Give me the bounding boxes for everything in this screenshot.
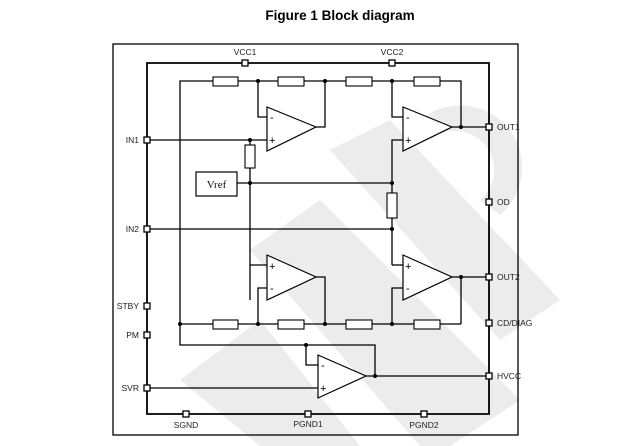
svg-text:STBY: STBY (117, 301, 140, 311)
resistors (212, 76, 441, 330)
pin-svr: SVR (122, 383, 151, 393)
pin-in1: IN1 (126, 135, 151, 145)
svg-text:OUT2: OUT2 (497, 272, 520, 282)
pin-pm: PM (126, 330, 151, 340)
amp-input-sign: + (269, 261, 275, 273)
svg-text:SVR: SVR (122, 383, 139, 393)
amp-input-sign: + (320, 383, 326, 395)
pin-od: OD (485, 197, 510, 207)
resistor (212, 76, 239, 87)
resistor (413, 76, 441, 87)
svg-text:HVCC: HVCC (497, 371, 521, 381)
amp-input-sign: - (406, 112, 410, 124)
svg-text:IN2: IN2 (126, 224, 140, 234)
svg-text:PM: PM (126, 330, 139, 340)
vref-block: Vref (195, 171, 238, 197)
resistor (345, 319, 373, 330)
amp-input-sign: - (270, 112, 274, 124)
amp-input-sign: - (321, 360, 325, 372)
junction-dots (178, 79, 463, 378)
amp-input-sign: + (405, 135, 411, 147)
figure-title: Figure 1 Block diagram (265, 8, 415, 23)
amp-input-sign: + (405, 261, 411, 273)
internal-wiring (147, 80, 489, 389)
svg-text:OUT1: OUT1 (497, 122, 520, 132)
pin-hvcc: HVCC (485, 371, 521, 381)
pin-stby: STBY (117, 301, 151, 311)
amplifier-4: + - (402, 254, 454, 301)
pin-pgnd1: PGND1 (293, 410, 323, 429)
resistor (277, 76, 305, 87)
svg-text:VCC1: VCC1 (234, 47, 257, 57)
svg-text:OD: OD (497, 197, 510, 207)
pin-sgnd: SGND (174, 410, 199, 430)
pin-cd-diag: CD/DIAG (485, 318, 532, 328)
amplifier-3: + - (266, 254, 318, 301)
resistor (212, 319, 239, 330)
pin-in2: IN2 (126, 224, 151, 234)
chip-boundary (146, 62, 490, 415)
svg-text:PGND1: PGND1 (293, 419, 323, 429)
svg-text:CD/DIAG: CD/DIAG (497, 318, 532, 328)
svg-text:IN1: IN1 (126, 135, 140, 145)
pin-vcc1: VCC1 (234, 47, 257, 67)
pin-out2: OUT2 (485, 272, 520, 282)
resistor (277, 319, 305, 330)
resistor (244, 144, 256, 169)
resistor (386, 192, 398, 219)
vref-label: Vref (207, 179, 227, 191)
resistor (413, 319, 441, 330)
resistor (345, 76, 373, 87)
amplifier-2: - + (402, 106, 454, 152)
pin-vcc2: VCC2 (381, 47, 404, 67)
amplifier-1: - + (266, 106, 318, 152)
pin-pgnd2: PGND2 (409, 410, 439, 430)
outer-frame (112, 43, 519, 436)
amplifier-5: - + (317, 354, 368, 399)
svg-text:VCC2: VCC2 (381, 47, 404, 57)
pin-out1: OUT1 (485, 122, 520, 132)
svg-text:PGND2: PGND2 (409, 420, 439, 430)
svg-text:SGND: SGND (174, 420, 199, 430)
amp-input-sign: - (406, 283, 410, 295)
amp-input-sign: + (269, 135, 275, 147)
amp-input-sign: - (270, 283, 274, 295)
